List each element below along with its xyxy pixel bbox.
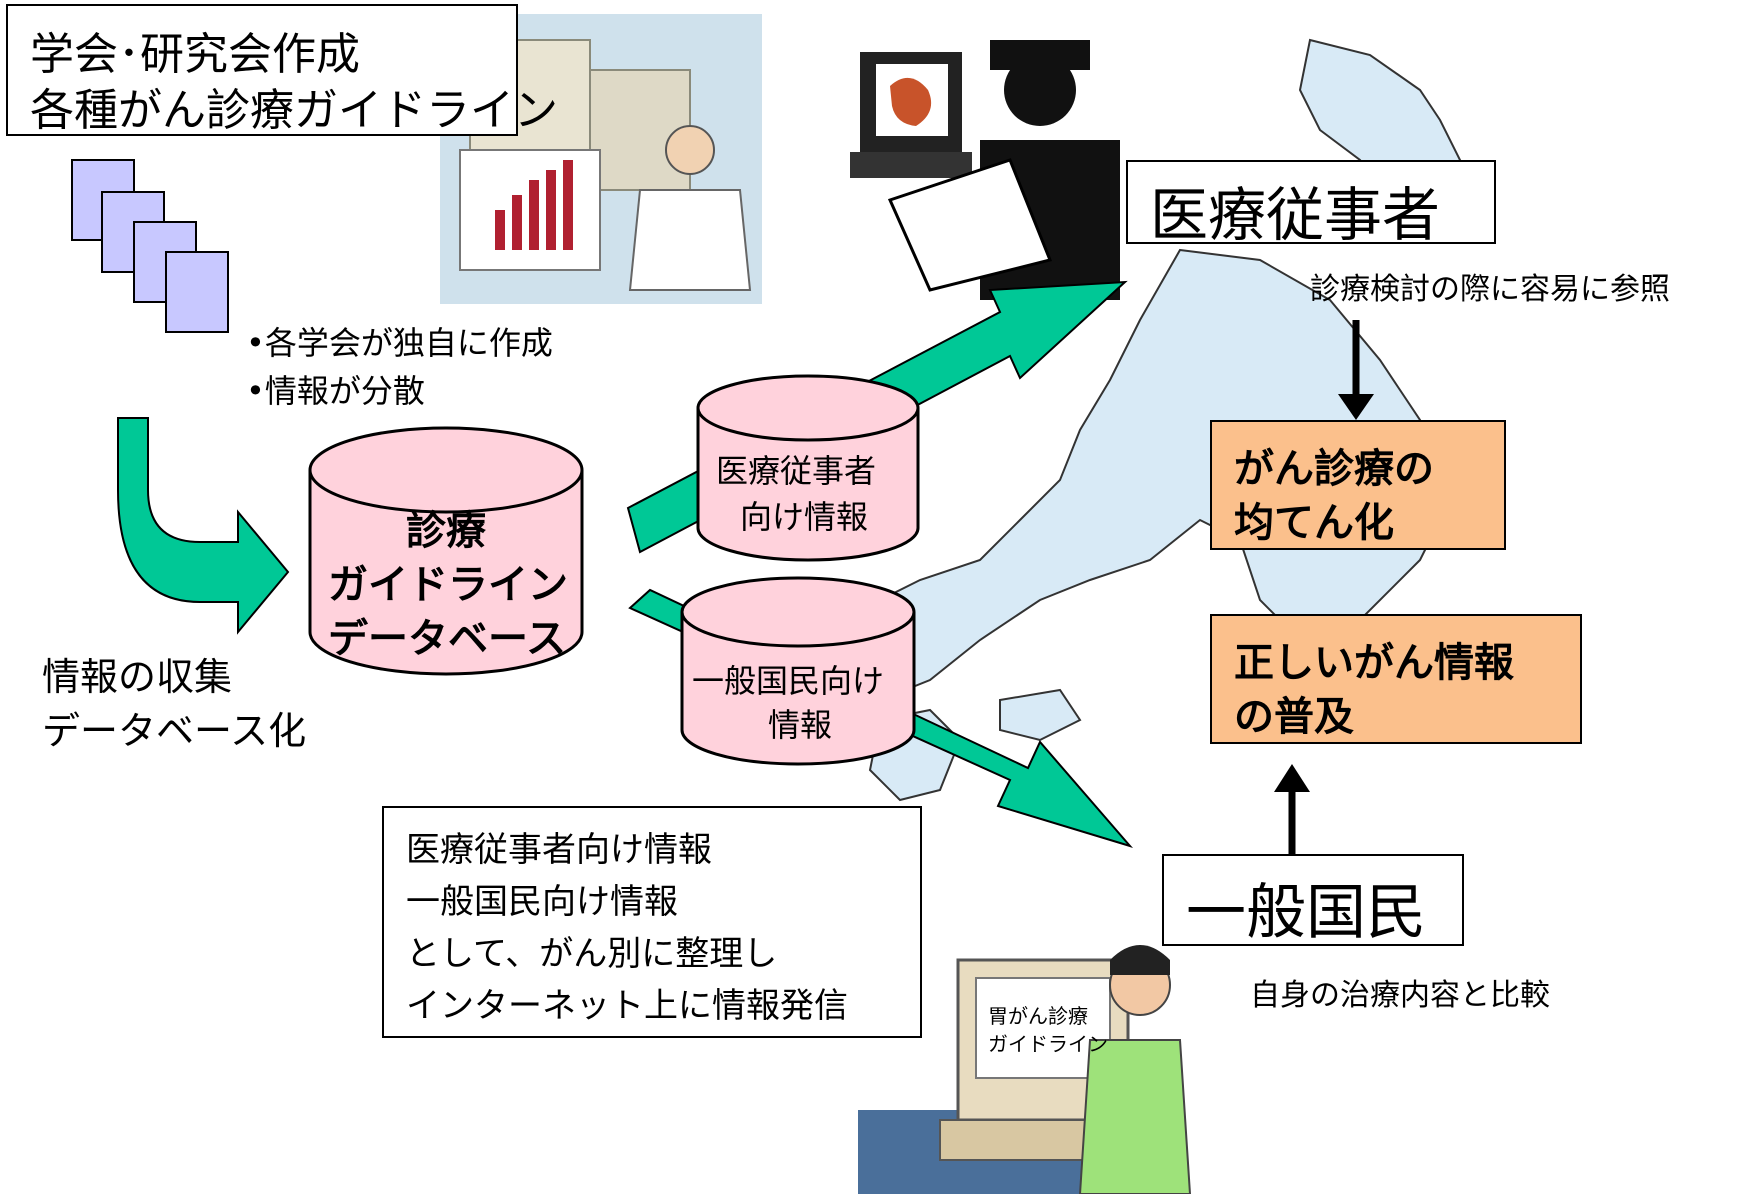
public-info-line1: 一般国民向け [692,662,885,700]
database-label-line2: ガイドライン [328,562,568,608]
outcome-equalization-line1: がん診療の [1234,446,1434,492]
professional-info-line1: 医療従事者 [716,452,877,490]
monitor-screen-line2: ガイドライン [988,1032,1108,1056]
general-public-label: 一般国民 [1186,878,1426,948]
general-public-caption: 自身の治療内容と比較 [1250,978,1550,1013]
summary-line2: 一般国民向け情報 [406,882,678,922]
outcome-dissemination-line1: 正しいがん情報 [1234,640,1514,686]
professional-info-line2: 向け情報 [740,498,869,536]
summary-line4: インターネット上に情報発信 [406,986,848,1026]
outcome-dissemination-box: 正しいがん情報 の普及 [1210,614,1582,744]
public-info-line2: 情報 [768,706,833,744]
source-box-line1: 学会･研究会作成 [30,29,360,80]
person-at-computer-illustration [858,945,1192,1194]
summary-box: 医療従事者向け情報 一般国民向け情報 として、がん別に整理し インターネット上に… [382,806,922,1038]
database-label-line1: 診療 [406,508,486,554]
collection-caption-line2: データベース化 [42,709,307,753]
monitor-screen-line1: 胃がん診療 [988,1004,1088,1028]
medical-staff-label-box: 医療従事者 [1126,160,1496,249]
outcome-equalization-line2: 均てん化 [1234,500,1394,546]
public-info-cylinder-shape [680,576,916,766]
source-box: 学会･研究会作成 各種がん診療ガイドライン [6,4,558,136]
outcome-dissemination-line2: の普及 [1234,694,1354,740]
summary-line3: として、がん別に整理し [406,934,778,974]
outcome-equalization-box: がん診療の 均てん化 [1210,420,1506,550]
collection-caption-line1: 情報の収集 [42,655,233,699]
summary-line1: 医療従事者向け情報 [406,830,712,870]
bullet-scattered: •情報が分散 [246,372,425,410]
medical-staff-caption: 診療検討の際に容易に参照 [1310,272,1670,307]
general-public-label-box: 一般国民 [1162,854,1464,948]
database-label-line3: データベース [328,616,566,662]
medical-staff-label: 医療従事者 [1150,181,1441,249]
medical-staff-silhouette [850,40,1120,300]
source-box-line2: 各種がん診療ガイドライン [30,85,558,136]
document-stack-icon [71,159,229,333]
database-cylinder [308,426,584,676]
bullet-independent: •各学会が独自に作成 [246,324,553,362]
professional-info-cylinder-shape [696,374,920,562]
collection-arrow [117,417,290,635]
